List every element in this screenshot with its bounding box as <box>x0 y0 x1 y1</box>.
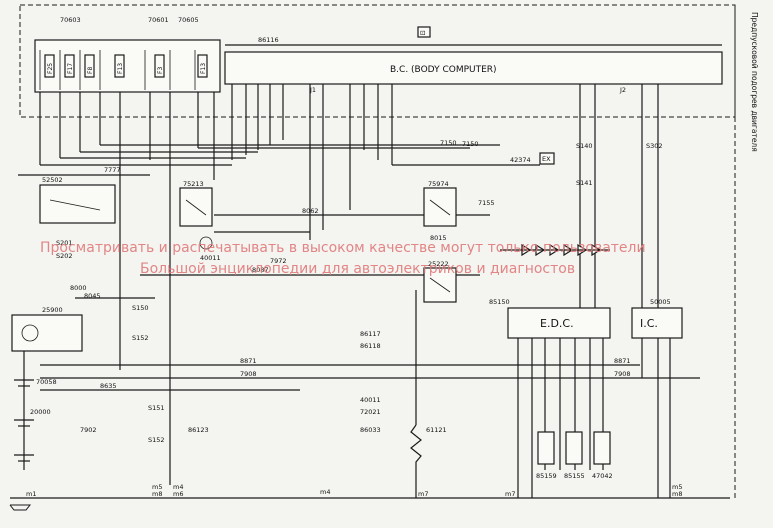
edc-module: E.D.C. 85150 <box>489 298 611 498</box>
fusebox-code-2: 70601 <box>148 16 169 24</box>
battery-stack: 70058 20000 <box>14 351 57 470</box>
splice-labels: S140 S141 S302 S150 S152 S151 S152 S201 … <box>56 142 663 444</box>
fusebox-code-3: 70605 <box>178 16 199 24</box>
svg-text:m4: m4 <box>173 483 183 491</box>
wire-code-labels: 7150 7150 7777 8045 8062 8015 7155 8087 … <box>70 139 631 434</box>
svg-text:70058: 70058 <box>36 378 57 386</box>
side-caption: Предпусковой подогрев двигателя <box>750 12 759 152</box>
watermark: Просматривать и распечатывать в высоком … <box>40 240 646 277</box>
svg-text:7902: 7902 <box>80 426 97 434</box>
svg-text:40011: 40011 <box>200 254 221 262</box>
svg-text:m6: m6 <box>173 490 183 498</box>
svg-text:8871: 8871 <box>240 357 257 365</box>
svg-text:7972: 7972 <box>270 257 287 265</box>
svg-text:85159: 85159 <box>536 472 557 480</box>
svg-text:m8: m8 <box>672 490 682 498</box>
svg-text:m8: m8 <box>152 490 162 498</box>
fuse-label-1: F25 <box>47 63 54 74</box>
svg-text:S152: S152 <box>132 334 149 342</box>
svg-text:7777: 7777 <box>104 166 121 174</box>
svg-text:7908: 7908 <box>614 370 631 378</box>
svg-text:8087: 8087 <box>252 266 269 274</box>
edc-label: E.D.C. <box>540 317 574 330</box>
vertical-wires <box>39 84 659 485</box>
fuse-label-5: F3 <box>157 67 164 74</box>
horizontal-wires <box>10 144 730 499</box>
svg-text:m1: m1 <box>26 490 36 498</box>
svg-text:S140: S140 <box>576 142 593 150</box>
svg-text:8635: 8635 <box>100 382 117 390</box>
svg-text:8015: 8015 <box>430 234 447 242</box>
svg-text:8045: 8045 <box>84 292 101 300</box>
tag-badge: EX <box>542 155 551 163</box>
relay-75974: 75974 <box>423 180 457 227</box>
svg-text:86123: 86123 <box>188 426 209 434</box>
bc-id-symbol: ⊡ <box>420 29 425 37</box>
svg-text:m4: m4 <box>320 488 330 496</box>
fuse-label-6: F13 <box>200 63 207 74</box>
svg-text:61121: 61121 <box>426 426 447 434</box>
svg-text:7908: 7908 <box>240 370 257 378</box>
svg-text:75974: 75974 <box>428 180 449 188</box>
svg-text:m5: m5 <box>152 483 162 491</box>
misc-labels: 40011 42374 EX 86117 86118 86123 86033 4… <box>188 152 555 434</box>
fuse-label-4: F13 <box>117 63 124 74</box>
svg-text:8062: 8062 <box>302 207 319 215</box>
svg-text:86118: 86118 <box>360 342 381 350</box>
svg-text:m5: m5 <box>672 483 682 491</box>
svg-text:85155: 85155 <box>564 472 585 480</box>
svg-text:52502: 52502 <box>42 176 63 184</box>
svg-text:S202: S202 <box>56 252 73 260</box>
body-computer-code: 86116 <box>258 36 279 44</box>
relay-25222: 25222 <box>423 260 457 303</box>
heater-61121: 61121 <box>410 290 447 498</box>
svg-text:86033: 86033 <box>360 426 381 434</box>
body-computer-module: B.C. (BODY COMPUTER) 86116 ⊡ J1 J2 <box>224 26 723 94</box>
svg-text:m7: m7 <box>505 490 515 498</box>
watermark-line-2: Большой энциклопедии для автоэлектриков … <box>140 261 575 277</box>
bottom-sensors: 85159 85155 47042 <box>536 431 613 480</box>
fusebox-code-1: 70603 <box>60 16 81 24</box>
edc-code: 85150 <box>489 298 510 306</box>
svg-text:S152: S152 <box>148 436 165 444</box>
svg-text:m7: m7 <box>418 490 428 498</box>
ic-code: 50005 <box>650 298 671 306</box>
ic-module: I.C. 50005 <box>631 298 683 498</box>
connector-j2: J2 <box>619 86 626 94</box>
ic-label: I.C. <box>640 317 658 330</box>
svg-text:S141: S141 <box>576 179 593 187</box>
ignition-switch-52502: 52502 <box>39 176 116 224</box>
svg-text:42374: 42374 <box>510 156 531 164</box>
svg-text:S150: S150 <box>132 304 149 312</box>
connector-j1: J1 <box>309 86 316 94</box>
svg-text:40011: 40011 <box>360 396 381 404</box>
fusebox: 70603 70601 70605 F25 F17 F8 F13 F3 F13 <box>34 16 221 93</box>
svg-text:8000: 8000 <box>70 284 87 292</box>
svg-text:25222: 25222 <box>428 260 449 268</box>
svg-text:S302: S302 <box>646 142 663 150</box>
svg-text:S151: S151 <box>148 404 165 412</box>
svg-text:7155: 7155 <box>478 199 495 207</box>
ground-labels: m1 m5 m8 m4 m6 m4 m7 m7 m5 m8 <box>9 483 682 511</box>
svg-text:25900: 25900 <box>42 306 63 314</box>
body-computer-label: B.C. (BODY COMPUTER) <box>390 65 497 75</box>
svg-text:8871: 8871 <box>614 357 631 365</box>
fuse-label-2: F17 <box>67 63 74 74</box>
svg-text:72021: 72021 <box>360 408 381 416</box>
svg-text:86117: 86117 <box>360 330 381 338</box>
svg-text:75213: 75213 <box>183 180 204 188</box>
svg-text:S201: S201 <box>56 239 73 247</box>
relay-75213: 75213 <box>179 180 213 227</box>
fuse-label-3: F8 <box>87 67 94 74</box>
svg-text:7150: 7150 <box>440 139 457 147</box>
watermark-line-1: Просматривать и распечатывать в высоком … <box>40 240 646 256</box>
starter-25900: 25900 <box>11 306 83 352</box>
svg-text:7150: 7150 <box>462 140 479 148</box>
svg-text:47042: 47042 <box>592 472 613 480</box>
diode-array <box>500 243 610 257</box>
svg-text:20000: 20000 <box>30 408 51 416</box>
